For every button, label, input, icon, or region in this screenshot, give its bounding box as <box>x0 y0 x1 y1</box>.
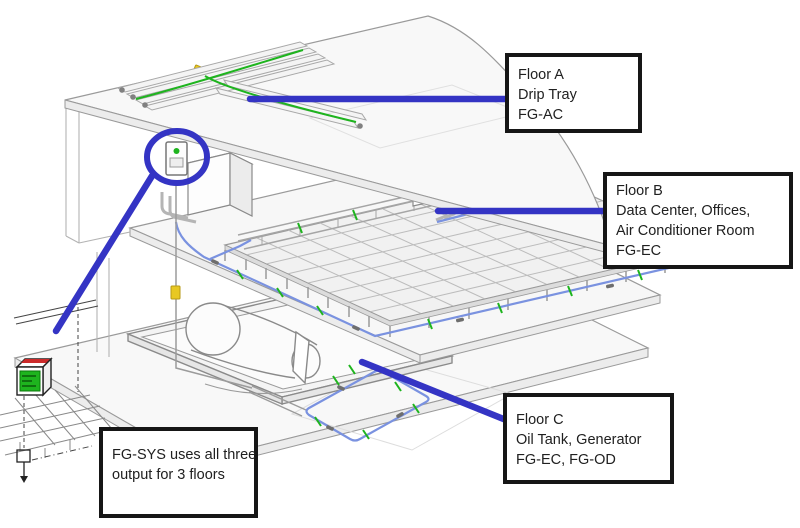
detail-dashdot-line <box>31 445 93 461</box>
fg-sys-note-box: FG-SYS uses all three output for 3 floor… <box>99 427 258 518</box>
detail-beams <box>13 299 99 325</box>
drip-tray-end-caps <box>119 87 363 129</box>
fg-sys-controller <box>165 141 253 389</box>
fg-sys-detail-drawing <box>0 299 113 483</box>
callout-line-text: Data Center, Offices, <box>616 203 751 219</box>
callout-line-text: output for 3 floors <box>112 467 225 483</box>
callout-line-text: FG-EC, FG-OD <box>516 452 616 468</box>
sensor-position-ticks <box>236 209 643 440</box>
fg-sys-highlight-circle <box>144 128 210 186</box>
controller-jumper-cable <box>175 180 253 389</box>
callout-line-text: Floor C <box>516 412 564 428</box>
ac-unit-1 <box>186 152 254 217</box>
floor-c-callout-box: Floor C Oil Tank, Generator FG-EC, FG-OD <box>503 393 674 484</box>
floor-c-callout-line <box>358 358 510 424</box>
tank-end <box>185 302 241 356</box>
detail-sensor-arrowhead <box>20 476 28 483</box>
callout-line-text: Floor A <box>518 67 564 83</box>
device-red-stripe <box>21 359 51 363</box>
callout-line-text: Floor B <box>616 183 663 199</box>
detail-grid <box>0 385 113 456</box>
oil-tank-generator <box>185 302 321 394</box>
callout-line-text: Air Conditioner Room <box>616 223 755 239</box>
detail-grid-posts <box>19 440 71 458</box>
controller-led <box>173 148 180 154</box>
tank-vane <box>292 330 310 385</box>
floor-c-cable-feed <box>248 385 307 417</box>
fg-sys-device <box>15 357 53 397</box>
callout-line-text: Oil Tank, Generator <box>516 432 642 448</box>
floor-a-callout-box: Floor A Drip Tray FG-AC <box>505 53 642 133</box>
floor-c-cable-junctions <box>326 385 404 431</box>
floor-b-callout-box: Floor B Data Center, Offices, Air Condit… <box>603 172 793 269</box>
callout-group <box>52 95 610 424</box>
callout-line-text: FG-EC <box>616 243 662 259</box>
fg-sys-callout-line <box>52 172 156 335</box>
callout-line-text: Drip Tray <box>518 87 577 103</box>
callout-line-text: FG-SYS uses all three <box>112 447 257 463</box>
controller-keypad <box>169 157 184 168</box>
floor-b-slab-edge <box>419 294 661 364</box>
callout-line-text: FG-AC <box>518 107 564 123</box>
